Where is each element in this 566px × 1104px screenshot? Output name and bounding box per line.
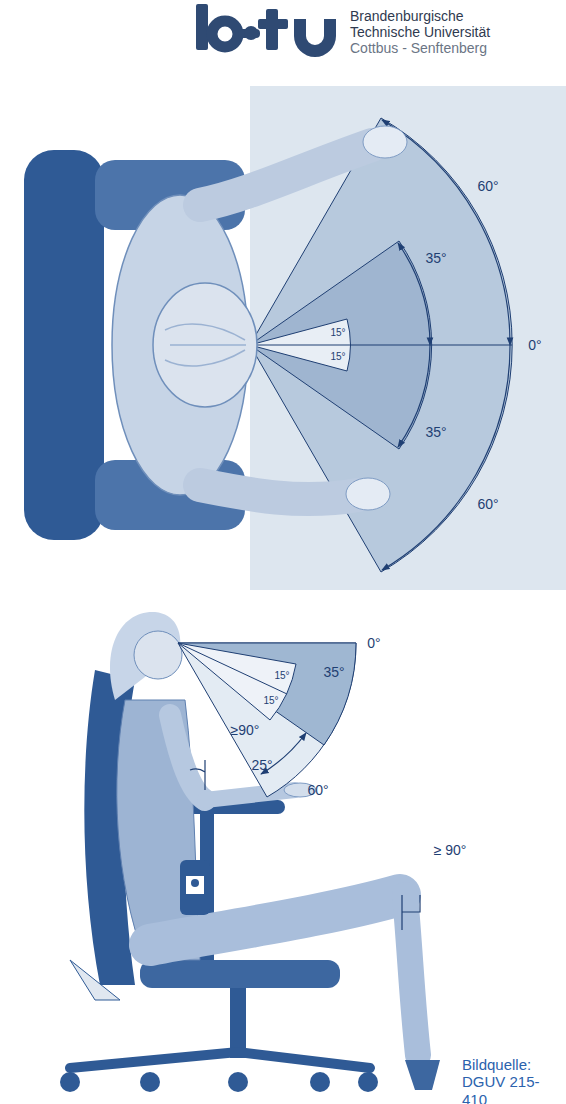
logo-text: Technische Universität: [350, 24, 490, 40]
angle-label: 60°: [477, 178, 498, 194]
angle-label: 15°: [274, 670, 289, 682]
logo-text: Brandenburgische: [350, 8, 464, 24]
angle-label: 25°: [251, 757, 272, 773]
angle-label: 15°: [330, 351, 345, 363]
angle-label: 15°: [263, 695, 278, 707]
angle-label: 35°: [425, 424, 446, 440]
logo-text: Cottbus - Senftenberg: [350, 40, 487, 56]
source-note: Bildquelle: DGUV 215-410: [462, 1056, 562, 1104]
angle-label: 15°: [330, 327, 345, 339]
top-view: [24, 86, 566, 590]
angle-label: 60°: [477, 496, 498, 512]
angle-label: 0°: [367, 635, 380, 651]
angle-label: 35°: [425, 250, 446, 266]
angle-label: 60°: [307, 782, 328, 798]
angle-label: 35°: [323, 664, 344, 680]
angle-label: ≥90°: [231, 722, 260, 738]
angle-label: ≥ 90°: [434, 842, 467, 858]
angle-label: 0°: [528, 337, 541, 353]
side-view: [60, 612, 440, 1092]
logo-mark: [196, 4, 336, 57]
